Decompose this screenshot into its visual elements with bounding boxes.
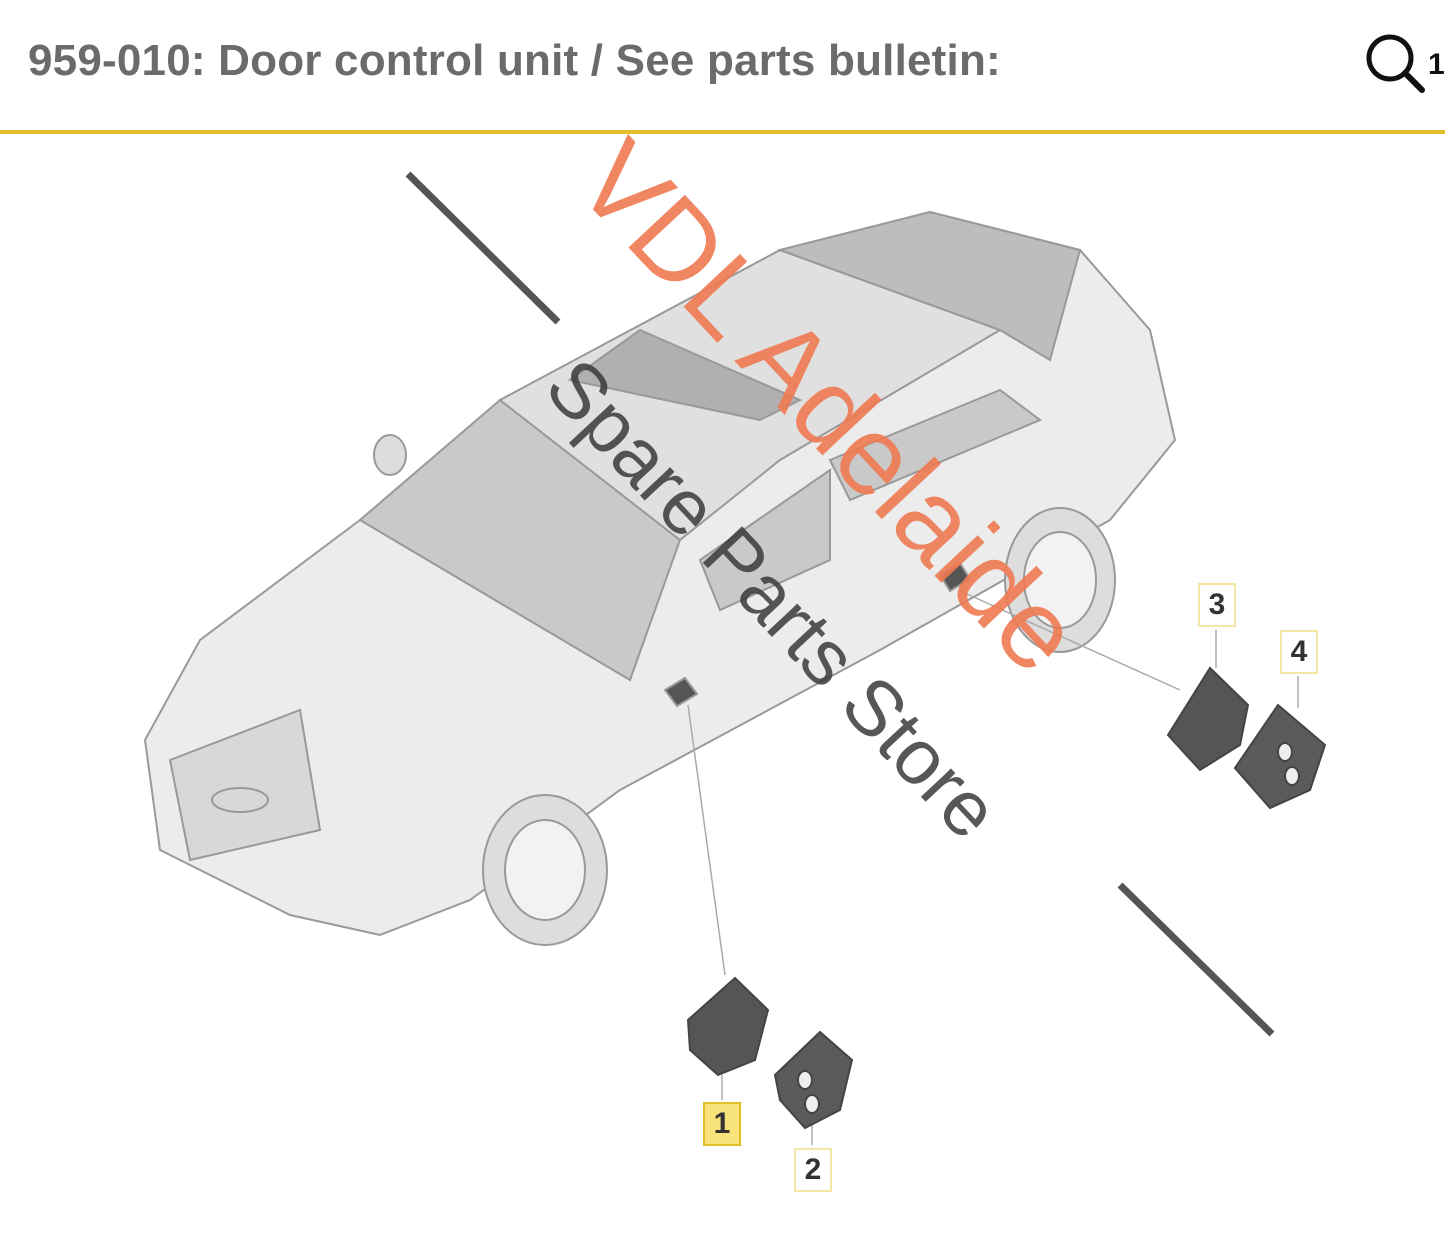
door-control-units (686, 666, 1327, 1130)
header-divider (0, 130, 1445, 134)
car-illustration (143, 210, 1177, 946)
zoom-label: 1 (1428, 48, 1445, 81)
leader-lines (687, 589, 1299, 1145)
callout-2[interactable]: 2 (794, 1148, 832, 1192)
callout-1[interactable]: 1 (703, 1102, 741, 1146)
watermark-strokes (405, 171, 1275, 1037)
page-title: 959-010: Door control unit / See parts b… (28, 36, 1001, 85)
callout-4[interactable]: 4 (1280, 630, 1318, 674)
zoom-button[interactable]: 1 (1362, 30, 1445, 94)
magnifier-icon (1366, 34, 1425, 93)
callout-3[interactable]: 3 (1198, 583, 1236, 627)
